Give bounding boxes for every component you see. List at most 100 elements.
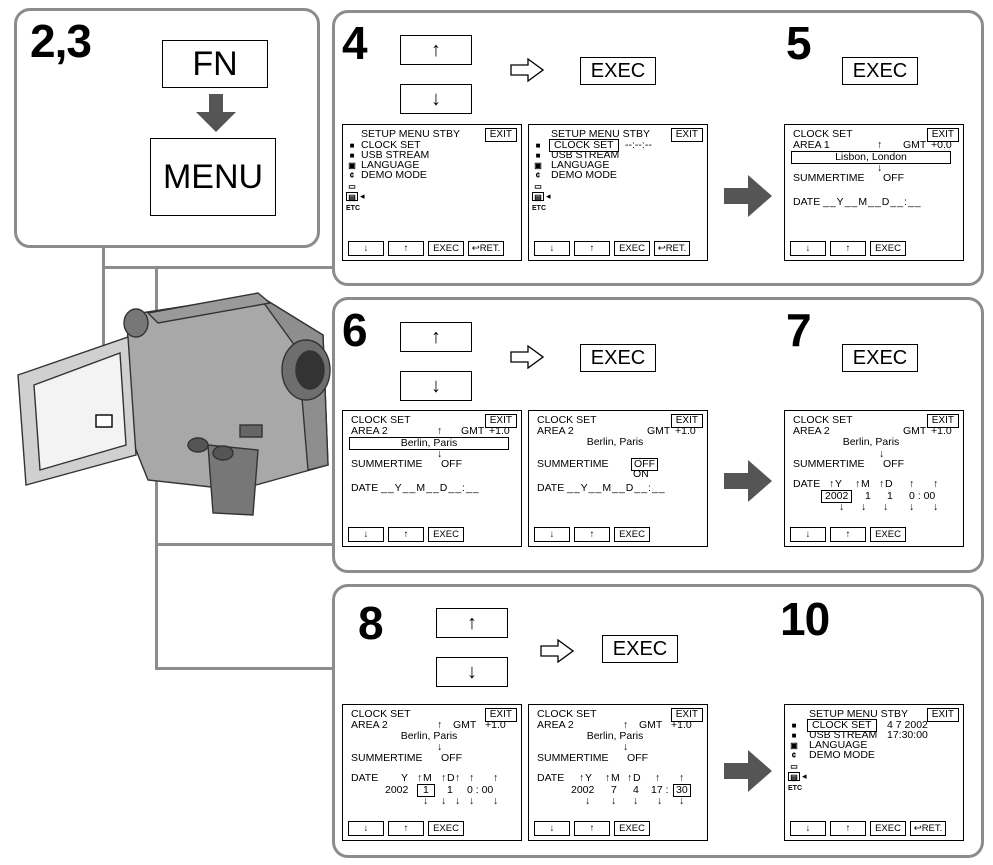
screen-down-button[interactable]: ↓ [348, 241, 384, 256]
screen-down-button[interactable]: ↓ [348, 821, 384, 836]
menu-item-demo-mode[interactable]: DEMO MODE [809, 749, 875, 761]
screen-exec-button[interactable]: EXEC [614, 241, 650, 256]
screen-exec-button[interactable]: EXEC [614, 821, 650, 836]
exec-button[interactable]: EXEC [842, 344, 918, 372]
up-button[interactable]: ↑ [400, 35, 472, 65]
up-arrow: ↑ [855, 478, 861, 490]
exec-button[interactable]: EXEC [580, 344, 656, 372]
screen-up-button[interactable]: ↑ [830, 821, 866, 836]
screen-up-button[interactable]: ↑ [574, 241, 610, 256]
camera-menu-icon: ■ [791, 721, 797, 730]
exit-button[interactable]: EXIT [926, 414, 959, 428]
date-label: DATE [537, 482, 565, 494]
right-arrow-icon [724, 460, 772, 502]
menu-item-demo-mode[interactable]: DEMO MODE [361, 169, 427, 181]
connector-line [155, 667, 335, 670]
screen-title: CLOCK SET [537, 414, 597, 426]
screen-exec-button[interactable]: EXEC [870, 527, 906, 542]
up-button[interactable]: ↑ [400, 322, 472, 352]
down-button[interactable]: ↓ [400, 371, 472, 401]
menu-item-language[interactable]: LANGUAGE [361, 159, 420, 171]
summertime-value: OFF [627, 752, 648, 764]
date-label: DATE [793, 196, 821, 208]
screen-return-button[interactable]: ↩RET. [468, 241, 504, 256]
exit-button[interactable]: EXIT [670, 708, 703, 722]
exec-button[interactable]: EXEC [580, 57, 656, 85]
down-button[interactable]: ↓ [400, 84, 472, 114]
screen-up-button[interactable]: ↑ [388, 527, 424, 542]
up-button[interactable]: ↑ [436, 608, 508, 638]
down-arrow: ↓ [493, 795, 499, 807]
menu-item-clock-set[interactable]: CLOCK SET [549, 139, 619, 153]
screen-up-button[interactable]: ↑ [574, 527, 610, 542]
screen-down-button[interactable]: ↓ [348, 527, 384, 542]
exit-button[interactable]: EXIT [484, 708, 517, 722]
exec-button[interactable]: EXEC [602, 635, 678, 663]
city-value: Berlin, Paris [586, 436, 644, 448]
camera-menu-icon: ■ [535, 151, 541, 160]
summertime-on-option[interactable]: ON [633, 468, 649, 480]
screen-up-button[interactable]: ↑ [388, 821, 424, 836]
screen-up-button[interactable]: ↑ [830, 241, 866, 256]
down-button[interactable]: ↓ [436, 657, 508, 687]
screen-exec-button[interactable]: EXEC [614, 527, 650, 542]
exit-button[interactable]: EXIT [670, 128, 703, 142]
fn-button[interactable]: FN [162, 40, 268, 88]
screen-exec-button[interactable]: EXEC [428, 241, 464, 256]
memory-menu-icon: ▭ [790, 762, 798, 771]
date-value: __Y__M__D__:__ [823, 196, 922, 208]
screen-down-button[interactable]: ↓ [534, 241, 570, 256]
menu-item-clock-set[interactable]: CLOCK SET [361, 139, 421, 151]
month-value: 1 [865, 490, 871, 502]
step-number: 4 [342, 17, 368, 69]
time-value: --:--:-- [625, 139, 652, 151]
screen-up-button[interactable]: ↑ [574, 821, 610, 836]
minute-value[interactable]: 30 [673, 784, 691, 798]
menu-item-usb-stream[interactable]: USB STREAM [551, 149, 620, 161]
exit-button[interactable]: EXIT [484, 414, 517, 428]
screen-down-button[interactable]: ↓ [534, 821, 570, 836]
screen-exec-button[interactable]: EXEC [428, 527, 464, 542]
step-number: 2,3 [30, 15, 92, 67]
screen-up-button[interactable]: ↑ [830, 527, 866, 542]
menu-item-clock-set[interactable]: CLOCK SET [807, 719, 877, 733]
hour-value: 17 : [651, 784, 669, 796]
menu-item-usb-stream[interactable]: USB STREAM [809, 729, 878, 741]
menu-item-usb-stream[interactable]: USB STREAM [361, 149, 430, 161]
menu-item-language[interactable]: LANGUAGE [809, 739, 868, 751]
screen-down-button[interactable]: ↓ [534, 527, 570, 542]
screen-exec-button[interactable]: EXEC [428, 821, 464, 836]
up-arrow: ↑ [441, 772, 447, 784]
screen-exec-button[interactable]: EXEC [870, 241, 906, 256]
year-label: Y [835, 478, 843, 490]
screen-exec-button[interactable]: EXEC [870, 821, 906, 836]
screen-return-button[interactable]: ↩RET. [910, 821, 946, 836]
year-value[interactable]: 2002 [821, 490, 853, 504]
exit-button[interactable]: EXIT [926, 708, 959, 722]
screen-return-button[interactable]: ↩RET. [654, 241, 690, 256]
exit-button[interactable]: EXIT [484, 128, 517, 142]
exit-button[interactable]: EXIT [670, 414, 703, 428]
screen-up-button[interactable]: ↑ [388, 241, 424, 256]
return-icon: ↩ [913, 822, 922, 834]
city-value[interactable]: Lisbon, London [791, 151, 951, 165]
screen-down-button[interactable]: ↓ [790, 527, 826, 542]
screen-title: CLOCK SET [351, 414, 411, 426]
exit-button[interactable]: EXIT [926, 128, 959, 142]
screen-clock-set-area1: CLOCK SET EXIT AREA 1 ↑ GMT +0.0 Lisbon,… [784, 124, 964, 261]
date-label: DATE [793, 478, 821, 490]
screen-down-button[interactable]: ↓ [790, 241, 826, 256]
right-arrow-icon [724, 750, 772, 792]
menu-item-demo-mode[interactable]: DEMO MODE [551, 169, 617, 181]
menu-button[interactable]: MENU [150, 138, 276, 216]
exec-button[interactable]: EXEC [842, 57, 918, 85]
date-value: __Y__M__D__:__ [381, 482, 480, 494]
city-value[interactable]: Berlin, Paris [349, 437, 509, 451]
return-icon: ↩ [471, 242, 480, 254]
up-arrow: ↑ [417, 772, 423, 784]
month-value[interactable]: 1 [417, 784, 435, 798]
menu-item-language[interactable]: LANGUAGE [551, 159, 610, 171]
screen-down-button[interactable]: ↓ [790, 821, 826, 836]
summertime-off-option[interactable]: OFF [631, 458, 658, 472]
gmt-offset: +1.0 [485, 719, 506, 731]
